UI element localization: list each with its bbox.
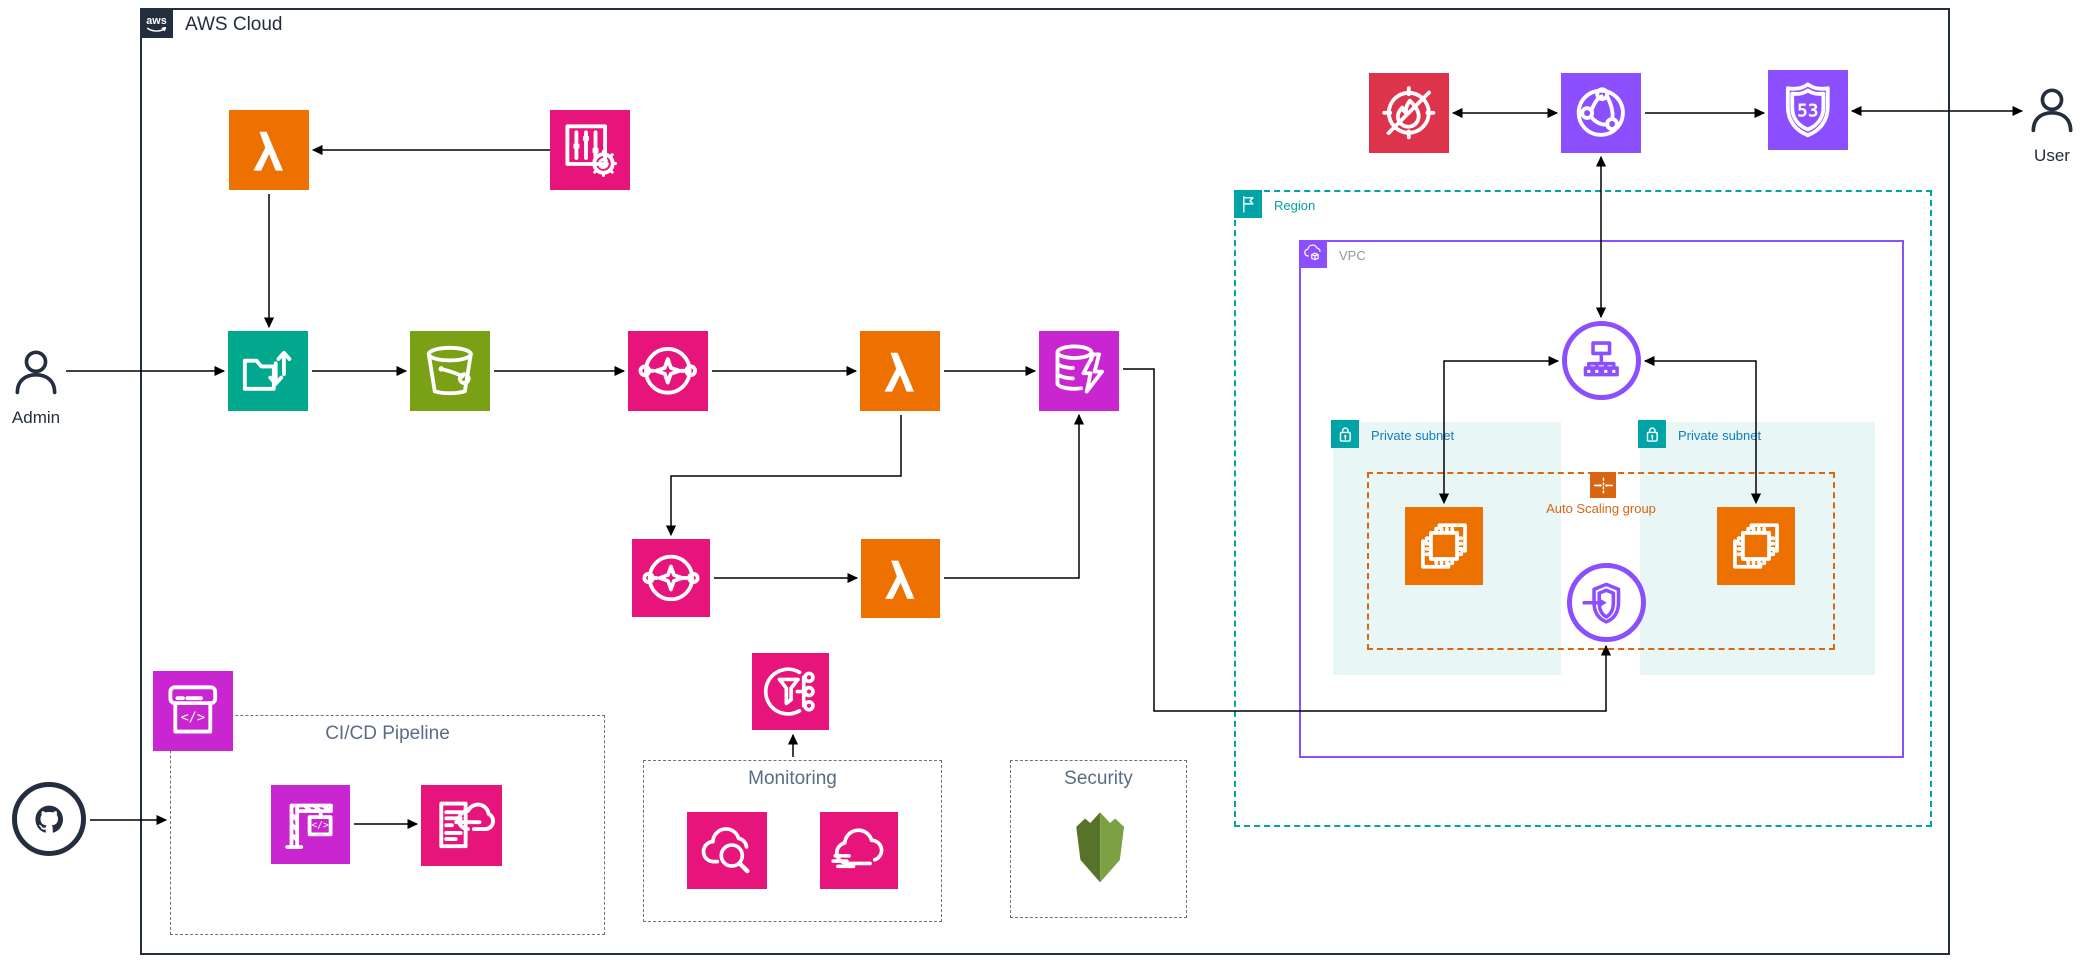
lambda-function-icon[interactable] [861,539,940,618]
aws-logo-text: aws [146,15,166,27]
subnet-right-label: Private subnet [1678,427,1762,443]
user-actor[interactable] [2026,78,2078,142]
monitoring-label: Monitoring [748,768,837,789]
admin-label: Admin [11,408,61,427]
vpc-label: VPC [1339,247,1366,263]
code-terminal-icon[interactable]: </> [153,671,233,751]
github-icon[interactable] [12,782,86,856]
cloudtrail-icon[interactable] [820,812,898,889]
code-terminal-badge-text: </> [181,710,206,726]
cloudformation-icon[interactable] [421,785,502,866]
s3-bucket-icon[interactable] [410,331,490,411]
vpc-icon [1299,240,1327,268]
monitoring-group[interactable]: Monitoring [643,760,942,922]
admin-actor[interactable] [10,340,62,404]
codebuild-badge-text: </> [311,820,329,831]
route53-icon[interactable]: 53 [1768,70,1848,150]
aws-cloud-icon: aws [140,8,173,38]
aws-cloud-label: AWS Cloud [185,13,283,35]
ec2-instances-icon[interactable] [1405,507,1483,585]
aws-shield-icon[interactable] [1062,799,1138,895]
cicd-pipeline-group[interactable]: CI/CD Pipeline [170,715,605,935]
cloudwatch-metric-streams-icon[interactable] [752,653,829,730]
transfer-family-icon[interactable] [228,331,308,411]
security-label: Security [1064,768,1133,789]
lambda-function-icon[interactable] [229,110,309,190]
eventbridge-icon[interactable] [628,331,708,411]
lambda-function-icon[interactable] [860,331,940,411]
asg-icon [1590,472,1616,498]
ec2-instances-icon[interactable] [1717,507,1795,585]
cicd-label: CI/CD Pipeline [325,723,450,744]
aws-cloud-group[interactable]: aws AWS Cloud [140,8,1950,955]
route53-badge-text: 53 [1797,101,1819,122]
waf-icon[interactable] [1369,73,1449,153]
elasticache-icon[interactable] [1039,331,1119,411]
systems-manager-icon[interactable] [550,110,630,190]
region-label: Region [1274,197,1316,213]
cloudwatch-icon[interactable] [687,812,767,889]
region-icon [1234,190,1262,218]
user-label: User [2034,146,2070,165]
codebuild-icon[interactable]: </> [271,785,350,864]
cloudfront-icon[interactable] [1561,73,1641,153]
gateway-load-balancer-icon[interactable] [1567,563,1646,642]
eventbridge-icon[interactable] [632,539,710,617]
subnet-left-icon [1331,420,1359,448]
elastic-load-balancer-icon[interactable] [1562,321,1641,400]
security-group[interactable]: Security [1010,760,1187,918]
subnet-right-icon [1638,420,1666,448]
subnet-left-label: Private subnet [1371,427,1455,443]
